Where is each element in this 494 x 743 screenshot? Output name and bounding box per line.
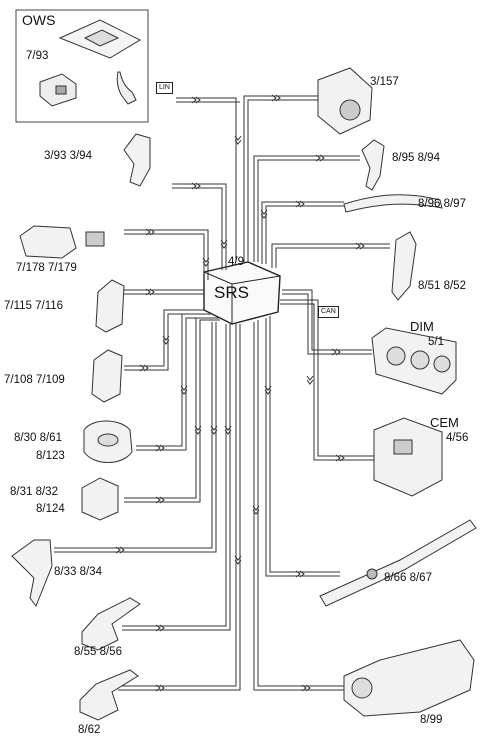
ows-title: OWS [22, 12, 56, 28]
label-8-99: 8/99 [420, 714, 443, 726]
label-8-33: 8/33 8/34 [54, 566, 102, 578]
pretensioner-icon [319, 519, 477, 607]
label-7-178: 7/178 7/179 [16, 262, 77, 274]
crash-sensor-front-icon [19, 225, 105, 259]
lin-bus-badge: LIN [156, 82, 173, 94]
ows-box [15, 9, 149, 123]
pretensioner-left-icon [81, 597, 141, 651]
pretensioner-rear-icon [79, 669, 139, 721]
ows-module-icon [39, 73, 77, 107]
side-sensor-lower-icon [91, 349, 123, 403]
cem-module-icon [373, 417, 443, 497]
label-8-51: 8/51 8/52 [418, 280, 466, 292]
cem-ref: 4/56 [446, 432, 469, 444]
label-7-115: 7/115 7/116 [4, 300, 64, 312]
label-8-123: 8/123 [36, 450, 65, 462]
wiring-harness [54, 95, 390, 691]
side-sensor-upper-icon [95, 279, 125, 333]
label-8-66: 8/66 8/67 [384, 572, 432, 584]
steering-column-icon [343, 639, 475, 717]
label-3-93: 3/93 3/94 [44, 150, 92, 162]
belt-sensor-icon [361, 139, 385, 191]
dim-ref: 5/1 [428, 336, 444, 348]
side-airbag-icon [391, 231, 417, 301]
can-bus-badge: CAN [318, 306, 339, 318]
curtain-airbag-icon [343, 194, 443, 213]
label-8-96: 8/96 8/97 [418, 198, 466, 210]
srs-label: SRS [214, 283, 249, 302]
driver-airbag-icon [83, 420, 133, 463]
dim-instrument-icon [371, 327, 457, 395]
ows-ref: 7/93 [26, 50, 49, 62]
dim-title: DIM [410, 319, 434, 334]
srs-ref: 4/9 [228, 256, 244, 268]
label-8-95: 8/95 8/94 [392, 152, 440, 164]
label-7-108: 7/108 7/109 [4, 374, 65, 386]
label-8-55: 8/55 8/56 [74, 646, 122, 658]
knee-airbag-icon [11, 539, 53, 608]
label-8-31: 8/31 8/32 [10, 486, 58, 498]
ignition-switch-icon [317, 67, 373, 135]
passenger-airbag-icon [81, 477, 119, 521]
cem-title: CEM [430, 415, 459, 430]
label-8-30: 8/30 8/61 [14, 432, 62, 444]
label-3-157: 3/157 [370, 76, 399, 88]
ows-connector-icon [116, 71, 137, 105]
buckle-switch-icon [123, 133, 151, 187]
ows-sensor-panel-icon [58, 19, 142, 59]
label-8-124: 8/124 [36, 503, 65, 515]
label-8-62: 8/62 [78, 724, 101, 736]
